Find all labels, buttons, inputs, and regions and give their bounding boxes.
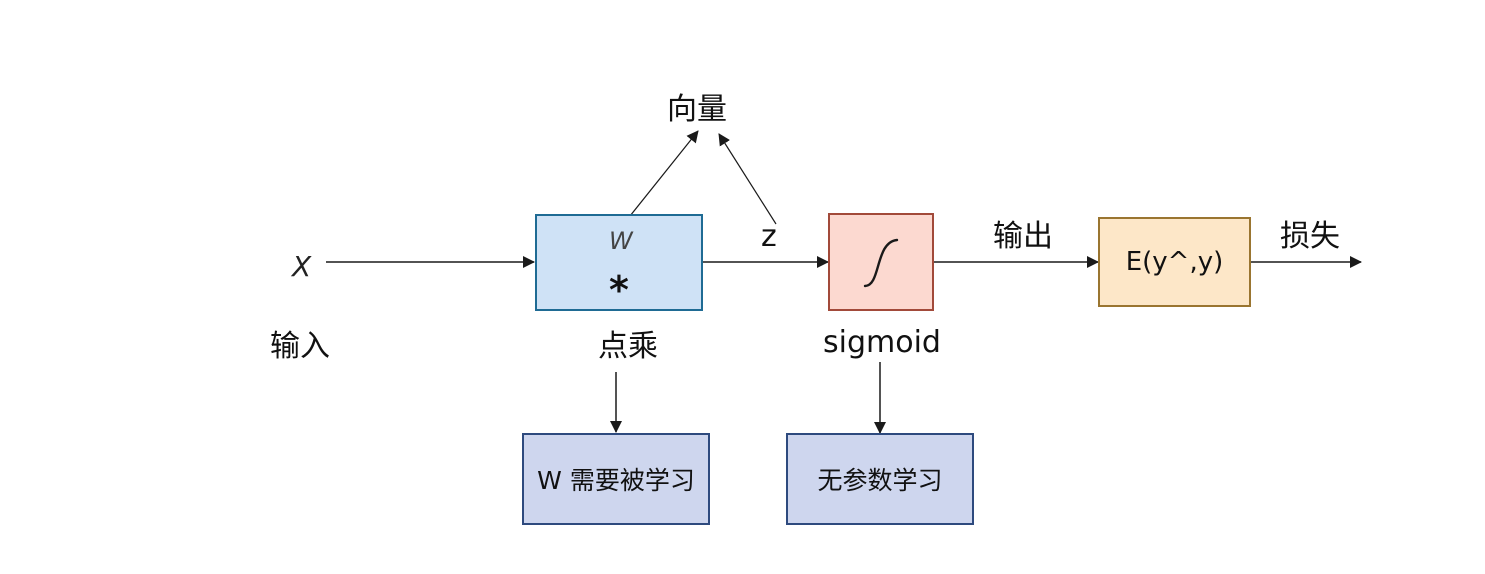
w-learn-box-text: W 需要被学习: [537, 466, 695, 495]
dot-product-box: W *: [535, 214, 703, 312]
dot-caption: 点乘: [598, 329, 658, 364]
loss-box-text: E(y^,y): [1125, 247, 1224, 277]
sigmoid-box: [828, 213, 934, 311]
no-param-box: 无参数学习: [786, 433, 974, 525]
sigmoid-caption: sigmoid: [823, 325, 941, 360]
z-label: z: [761, 219, 777, 254]
loss-box: E(y^,y): [1098, 217, 1251, 307]
loss-label: 损失: [1280, 219, 1340, 254]
dot-symbol: *: [609, 268, 629, 312]
vector-label: 向量: [667, 92, 727, 127]
input-caption: 输入: [270, 329, 330, 364]
arrow-z-to-vector: [718, 133, 777, 225]
w-learn-box: W 需要被学习: [522, 433, 710, 525]
input-symbol: X: [292, 250, 312, 283]
arrow-w-to-vector: [621, 130, 699, 227]
s-curve-icon: [863, 238, 899, 288]
weight-symbol: W: [609, 227, 633, 255]
no-param-box-text: 无参数学习: [817, 466, 943, 495]
output-label: 输出: [993, 219, 1053, 254]
